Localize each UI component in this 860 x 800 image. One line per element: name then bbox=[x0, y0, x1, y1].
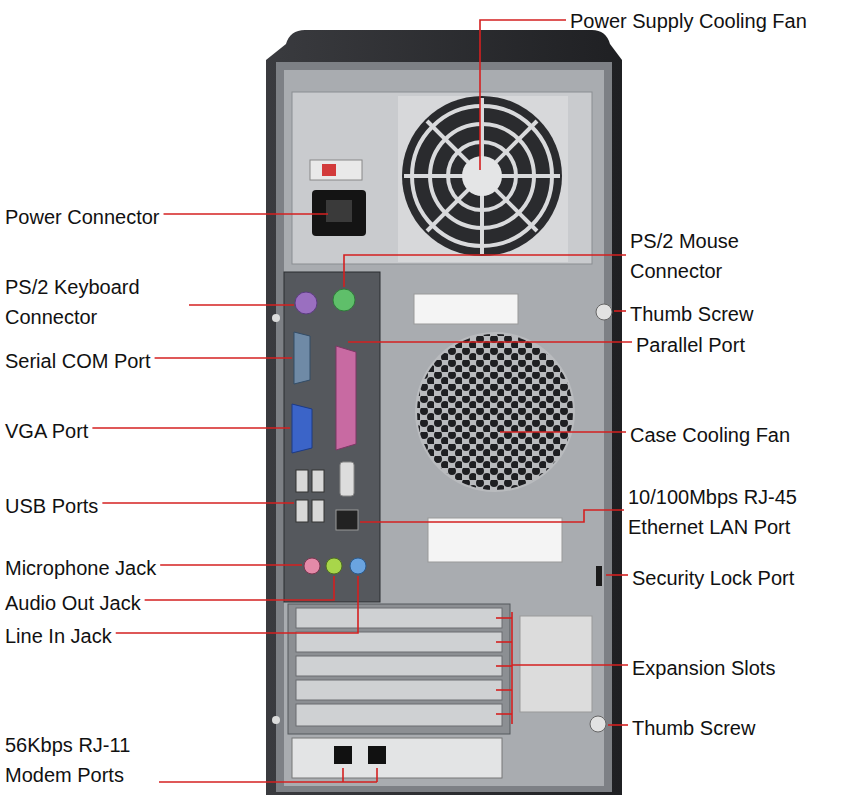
callout-label: Thumb Screw bbox=[630, 299, 753, 329]
callout-label: Microphone Jack bbox=[5, 553, 156, 583]
callout-label: Thumb Screw bbox=[632, 713, 755, 743]
case-fan-grill bbox=[410, 330, 580, 500]
callout-label: Power Supply Cooling Fan bbox=[570, 6, 807, 36]
leader-line bbox=[189, 304, 294, 306]
line-in-jack bbox=[350, 558, 366, 574]
modem-card bbox=[292, 738, 502, 778]
parallel-port bbox=[336, 346, 356, 450]
callout-label: Security Lock Port bbox=[632, 563, 794, 593]
leader-line bbox=[360, 510, 624, 522]
callout-label: 10/100Mbps RJ-45 Ethernet LAN Port bbox=[628, 482, 856, 542]
psu-fan bbox=[402, 96, 562, 256]
modem-port bbox=[368, 746, 386, 764]
leader-line bbox=[145, 576, 334, 600]
security-lock-slot bbox=[596, 566, 602, 586]
thumb-screw bbox=[590, 716, 606, 732]
rear-panel-inner bbox=[284, 70, 604, 786]
leader-line bbox=[344, 255, 626, 287]
leader-line bbox=[155, 357, 292, 359]
callout-label: Audio Out Jack bbox=[5, 588, 141, 618]
port-detail bbox=[340, 462, 354, 496]
power-connector bbox=[312, 190, 366, 236]
serial-sticker bbox=[414, 294, 518, 324]
leader-line bbox=[348, 341, 632, 343]
callout-label: Expansion Slots bbox=[632, 653, 775, 683]
thumb-screw bbox=[596, 304, 612, 320]
io-shield bbox=[284, 272, 380, 602]
rear-panel bbox=[276, 62, 612, 792]
leader-line bbox=[480, 20, 566, 170]
ps2-keyboard-port bbox=[295, 292, 317, 314]
leader-line bbox=[116, 576, 358, 633]
ethernet-port bbox=[336, 510, 358, 530]
psu-fan-hub bbox=[462, 156, 502, 196]
leader-line bbox=[606, 574, 628, 576]
callout-label: Case Cooling Fan bbox=[630, 420, 790, 450]
callout-label: USB Ports bbox=[5, 491, 98, 521]
leader-line bbox=[512, 664, 628, 666]
voltage-switch bbox=[310, 160, 362, 180]
callout-label: Serial COM Port bbox=[5, 346, 151, 376]
callout-label: Parallel Port bbox=[636, 330, 745, 360]
leader-line bbox=[500, 431, 626, 433]
vga-port bbox=[292, 404, 312, 453]
info-sticker bbox=[428, 518, 562, 562]
power-connector-pins bbox=[326, 200, 352, 222]
voltage-switch-slider bbox=[322, 164, 336, 176]
callout-label: 56Kbps RJ-11 Modem Ports bbox=[5, 730, 155, 790]
leader-line bbox=[608, 724, 628, 726]
leader-line bbox=[92, 427, 290, 429]
callout-label: PS/2 Mouse Connector bbox=[630, 226, 780, 286]
case-outline bbox=[266, 30, 622, 795]
callout-label: VGA Port bbox=[5, 416, 88, 446]
usb-ports bbox=[296, 470, 324, 522]
microphone-jack bbox=[304, 558, 320, 574]
callout-label: Power Connector bbox=[5, 202, 160, 232]
screw-hole bbox=[272, 314, 280, 322]
serial-port bbox=[294, 332, 310, 384]
leader-bracket bbox=[343, 612, 512, 782]
audio-out-jack bbox=[326, 558, 342, 574]
expansion-bay bbox=[288, 604, 510, 734]
callout-label: PS/2 Keyboard Connector bbox=[5, 272, 185, 332]
psu-fan-grill bbox=[404, 98, 560, 254]
leader-line bbox=[160, 564, 302, 566]
leader-line bbox=[164, 213, 328, 215]
ps2-mouse-port bbox=[333, 289, 355, 311]
modem-port bbox=[334, 746, 352, 764]
screw-hole bbox=[272, 716, 280, 724]
callout-label: Line In Jack bbox=[5, 621, 112, 651]
expansion-slot-covers bbox=[296, 608, 502, 726]
psu-fan-frame bbox=[398, 96, 568, 262]
fcc-sticker bbox=[520, 616, 592, 712]
leader-line bbox=[102, 502, 294, 504]
power-supply bbox=[292, 92, 592, 264]
leader-line bbox=[614, 310, 626, 312]
leader-line bbox=[159, 781, 377, 783]
